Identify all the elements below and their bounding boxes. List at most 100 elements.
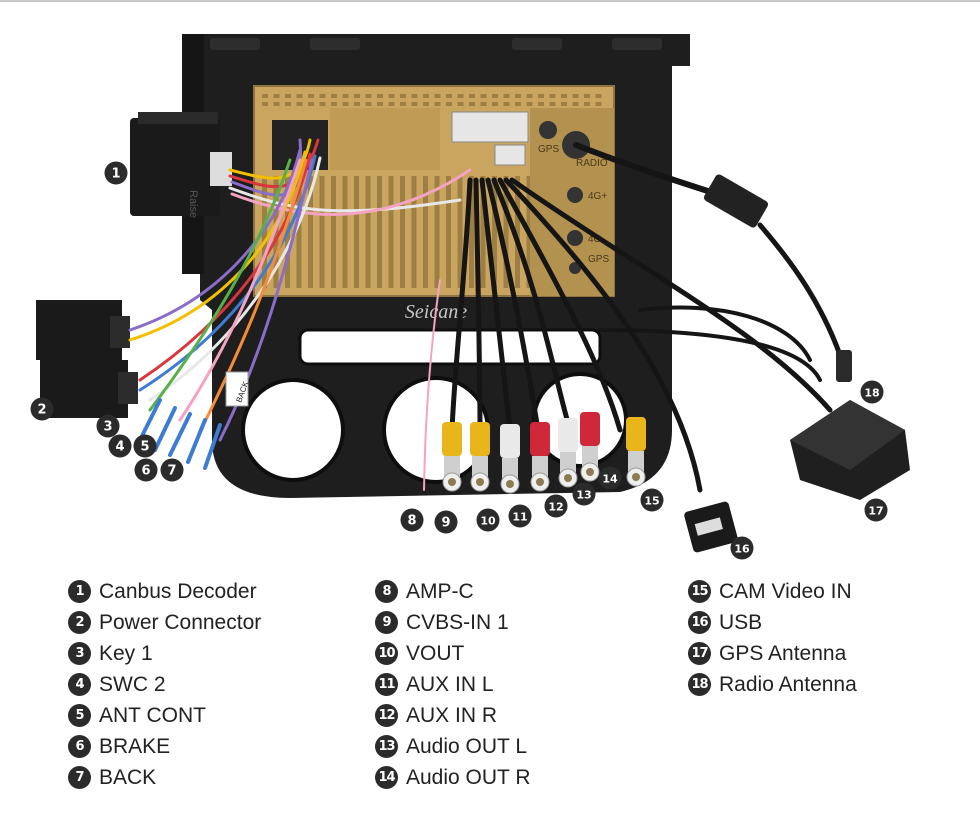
legend-label: Canbus Decoder — [99, 579, 257, 603]
rca-plug — [530, 422, 550, 492]
legend-label: Radio Antenna — [719, 672, 857, 696]
legend-label: AUX IN R — [406, 703, 498, 727]
legend-label: SWC 2 — [99, 672, 166, 696]
legend-number: 16 — [688, 611, 711, 634]
legend-item-gps-antenna: 17 GPS Antenna — [688, 638, 857, 669]
callout-number: 8 — [407, 514, 416, 529]
legend-number: 3 — [68, 642, 91, 665]
callout-13: 13 — [572, 482, 596, 506]
legend-label: AUX IN L — [406, 672, 494, 696]
unit-chassis: GPS RADIO 4G+ 4G- GPS — [253, 85, 615, 297]
callout-1: 1 — [104, 161, 128, 185]
back-wire-tag: BACK — [225, 371, 251, 407]
legend-label: Power Connector — [99, 610, 262, 634]
callout-number: 12 — [548, 501, 563, 514]
legend-item-amp-c: 8 AMP-C — [375, 576, 531, 607]
legend-number: 8 — [375, 580, 398, 603]
legend-number: 5 — [68, 704, 91, 727]
callout-number: 16 — [734, 543, 750, 556]
wire-harness — [128, 138, 843, 493]
legend-label: Audio OUT R — [406, 765, 531, 789]
legend-number: 15 — [688, 580, 711, 603]
callout-number: 15 — [644, 495, 659, 508]
callout-6: 6 — [134, 458, 158, 482]
usb-connector — [684, 501, 738, 553]
rca-plug — [470, 422, 490, 492]
rca-plug — [626, 417, 646, 487]
callout-number: 6 — [141, 464, 150, 479]
legend-item-cvbs-in-1: 9 CVBS-IN 1 — [375, 607, 531, 638]
4g-plus-port-label: 4G+ — [588, 191, 607, 202]
callout-number: 14 — [602, 473, 618, 486]
callout-2: 2 — [30, 397, 54, 421]
legend-number: 4 — [68, 673, 91, 696]
gps-lower-port-label: GPS — [588, 254, 609, 265]
rca-plug — [580, 412, 600, 482]
legend-item-key-1: 3 Key 1 — [68, 638, 261, 669]
legend-number: 14 — [375, 766, 398, 789]
legend-label: AMP-C — [406, 579, 474, 603]
legend-label: Audio OUT L — [406, 734, 528, 758]
wiring-diagram-photo: GPS RADIO 4G+ 4G- GPS Seicane Raise — [30, 34, 910, 560]
callout-14: 14 — [598, 466, 622, 490]
callout-11: 11 — [508, 504, 532, 528]
legend-item-audio-out-r: 14 Audio OUT R — [375, 762, 531, 793]
radio-port-label: RADIO — [576, 158, 608, 169]
rca-plug — [442, 422, 462, 492]
legend-label: USB — [719, 610, 763, 634]
callout-number: 7 — [167, 464, 176, 479]
callout-number: 17 — [868, 505, 883, 518]
callout-number: 18 — [864, 387, 879, 400]
legend-number: 2 — [68, 611, 91, 634]
legend-label: VOUT — [406, 641, 465, 665]
legend-label: CVBS-IN 1 — [406, 610, 509, 634]
callout-16: 16 — [730, 536, 754, 560]
callout-5: 5 — [133, 434, 157, 458]
legend-number: 13 — [375, 735, 398, 758]
legend-label: BRAKE — [99, 734, 171, 758]
legend-label: Key 1 — [99, 641, 153, 665]
rca-connectors — [442, 412, 646, 494]
callout-9: 9 — [434, 510, 458, 534]
legend-item-power-connector: 2 Power Connector — [68, 607, 261, 638]
legend-number: 11 — [375, 673, 398, 696]
rca-plug — [558, 418, 578, 488]
legend-item-usb: 16 USB — [688, 607, 857, 638]
callout-17: 17 — [864, 498, 888, 522]
callout-8: 8 — [400, 508, 424, 532]
callout-number: 11 — [512, 511, 527, 524]
callout-number: 2 — [37, 403, 46, 418]
legend-label: ANT CONT — [99, 703, 206, 727]
canbus-decoder-box: Raise — [130, 112, 232, 218]
callout-number: 13 — [576, 489, 591, 502]
callout-number: 3 — [103, 420, 112, 435]
callout-number: 9 — [441, 516, 450, 531]
legend-number: 17 — [688, 642, 711, 665]
legend-label: BACK — [99, 765, 157, 789]
callout-4: 4 — [108, 434, 132, 458]
legend-number: 9 — [375, 611, 398, 634]
4g-minus-port-label: 4G- — [588, 234, 605, 245]
legend-item-ant-cont: 5 ANT CONT — [68, 700, 261, 731]
callout-12: 12 — [544, 494, 568, 518]
callout-number: 5 — [140, 440, 149, 455]
legend-item-aux-in-l: 11 AUX IN L — [375, 669, 531, 700]
rca-plug — [500, 424, 520, 494]
top-divider — [0, 0, 980, 2]
radio-antenna-adapter — [703, 174, 852, 382]
legend-item-audio-out-l: 13 Audio OUT L — [375, 731, 531, 762]
legend-label: GPS Antenna — [719, 641, 847, 665]
gps-antenna-puck — [790, 400, 910, 500]
callout-number: 10 — [480, 515, 496, 528]
callout-number: 4 — [115, 440, 124, 455]
callout-10: 10 — [476, 508, 500, 532]
callout-15: 15 — [640, 488, 664, 512]
